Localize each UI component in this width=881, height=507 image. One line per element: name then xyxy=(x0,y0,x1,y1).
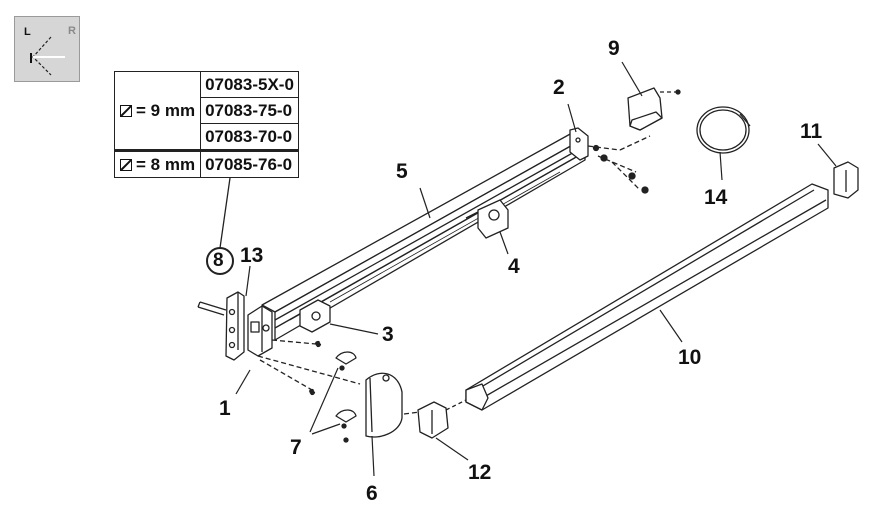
spec-row-9mm: = 9 mm 07083-5X-0 xyxy=(113,71,299,151)
assembly-guide-lines xyxy=(257,339,421,415)
screw-set xyxy=(587,135,651,194)
size-9mm-cell: = 9 mm xyxy=(113,71,202,151)
front-profile-bar-part xyxy=(465,183,829,411)
small-cap-pair-part xyxy=(335,351,357,443)
callout-4: 4 xyxy=(508,255,520,278)
callout-2: 2 xyxy=(553,76,565,99)
square-diameter-icon xyxy=(120,159,132,171)
callout-leader-lines xyxy=(235,61,837,477)
part-number: 07083-70-0 xyxy=(200,123,299,151)
square-diameter-icon xyxy=(120,105,132,117)
part-number: 07083-5X-0 xyxy=(200,71,299,98)
square-rod-part xyxy=(197,301,227,316)
size-9mm-label: = 9 mm xyxy=(136,101,196,120)
callout-8-circle xyxy=(206,247,234,275)
size-8mm-label: = 8 mm xyxy=(136,155,196,174)
callout-11: 11 xyxy=(800,120,823,143)
spec-row-8mm: = 8 mm 07085-76-0 xyxy=(113,149,299,178)
main-support-profile-part xyxy=(261,132,586,341)
callout-14: 14 xyxy=(704,186,728,209)
callout-9: 9 xyxy=(608,37,620,60)
arm-carriage-part xyxy=(299,299,331,333)
arm-cover-part xyxy=(365,372,403,438)
callout-1: 1 xyxy=(219,397,231,420)
arm-carriage-part xyxy=(465,199,509,239)
left-letter: L xyxy=(24,26,31,38)
right-end-cap-part xyxy=(833,161,859,199)
callout-5: 5 xyxy=(396,160,408,183)
callout-13: 13 xyxy=(240,244,264,267)
callout-7: 7 xyxy=(290,436,302,459)
awning-side-icon xyxy=(30,36,65,76)
rod-size-spec-table: = 9 mm 07083-5X-0 07083-75-0 07083-70-0 … xyxy=(113,71,299,178)
leader-line xyxy=(219,177,231,249)
callout-3: 3 xyxy=(382,323,394,346)
callout-10: 10 xyxy=(678,346,702,369)
end-bracket-part xyxy=(247,305,273,357)
callout-12: 12 xyxy=(468,461,492,484)
callout-8: 8 xyxy=(213,250,224,271)
part-number: 07085-76-0 xyxy=(200,149,299,178)
callout-6: 6 xyxy=(366,482,378,505)
pull-cord-ring-part xyxy=(696,106,751,154)
right-letter: R xyxy=(68,25,76,37)
size-8mm-cell: = 8 mm xyxy=(113,149,202,178)
left-right-orientation-icon: L R xyxy=(14,16,80,82)
top-end-cover-part xyxy=(627,87,681,131)
profile-end-cap-part xyxy=(569,127,589,161)
wall-bracket-plate-part xyxy=(225,291,245,361)
left-end-cap-part xyxy=(417,399,467,439)
